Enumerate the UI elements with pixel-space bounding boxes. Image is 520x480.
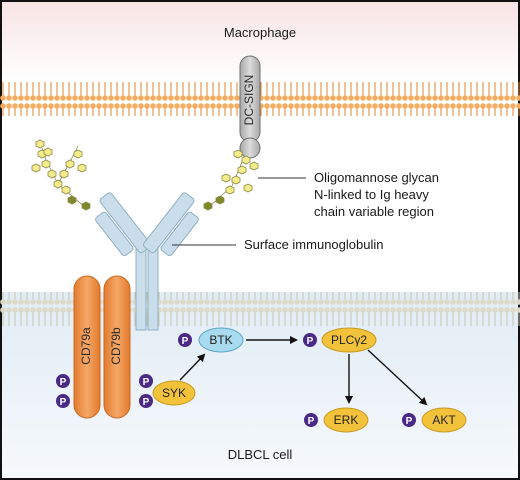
arrow-syk-btk xyxy=(179,353,206,381)
phospho-plcg2: P xyxy=(303,333,317,347)
glycan-label-line1: Oligomannose glycan xyxy=(314,170,439,185)
svg-text:P: P xyxy=(60,377,67,388)
phospho-cd79b-2: P xyxy=(139,394,153,408)
dc-sign-label: DC-SIGN xyxy=(242,75,256,126)
cd79a: CD79a xyxy=(73,275,101,419)
cd79a-label: CD79a xyxy=(79,327,93,365)
glycan-label-line2: N-linked to Ig heavy xyxy=(314,187,429,202)
svg-text:P: P xyxy=(143,377,150,388)
svg-text:P: P xyxy=(143,397,150,408)
akt-label: AKT xyxy=(432,413,456,427)
btk-node: BTK xyxy=(198,327,244,353)
macrophage-label: Macrophage xyxy=(224,25,296,40)
phospho-cd79a-2: P xyxy=(56,394,70,408)
svg-text:P: P xyxy=(406,416,413,427)
surface-ig-label: Surface immunoglobulin xyxy=(244,237,383,252)
syk-label: SYK xyxy=(162,386,186,400)
dc-sign-receptor: DC-SIGN xyxy=(239,55,261,159)
arrow-plcg2-akt xyxy=(367,349,428,406)
phospho-cd79b-1: P xyxy=(139,374,153,388)
svg-text:P: P xyxy=(182,336,189,347)
glycan-left xyxy=(31,139,91,211)
dlbcl-label: DLBCL cell xyxy=(228,447,293,462)
plcg2-node: PLCγ2 xyxy=(321,327,377,353)
svg-text:P: P xyxy=(307,336,314,347)
btk-label: BTK xyxy=(209,333,232,347)
phospho-akt: P xyxy=(402,413,416,427)
phospho-btk: P xyxy=(178,333,192,347)
cd79b: CD79b xyxy=(103,275,131,419)
glycan-right xyxy=(203,149,259,211)
surface-immunoglobulin xyxy=(95,192,199,331)
phospho-erk: P xyxy=(304,413,318,427)
erk-node: ERK xyxy=(323,407,369,433)
cd79b-label: CD79b xyxy=(109,327,123,365)
phospho-cd79a-1: P xyxy=(56,374,70,388)
svg-text:P: P xyxy=(60,397,67,408)
plcg2-label: PLCγ2 xyxy=(331,333,367,347)
syk-node: SYK xyxy=(152,380,196,406)
akt-node: AKT xyxy=(421,407,467,433)
erk-label: ERK xyxy=(334,413,359,427)
svg-text:P: P xyxy=(308,416,315,427)
glycan-label-line3: chain variable region xyxy=(314,204,434,219)
